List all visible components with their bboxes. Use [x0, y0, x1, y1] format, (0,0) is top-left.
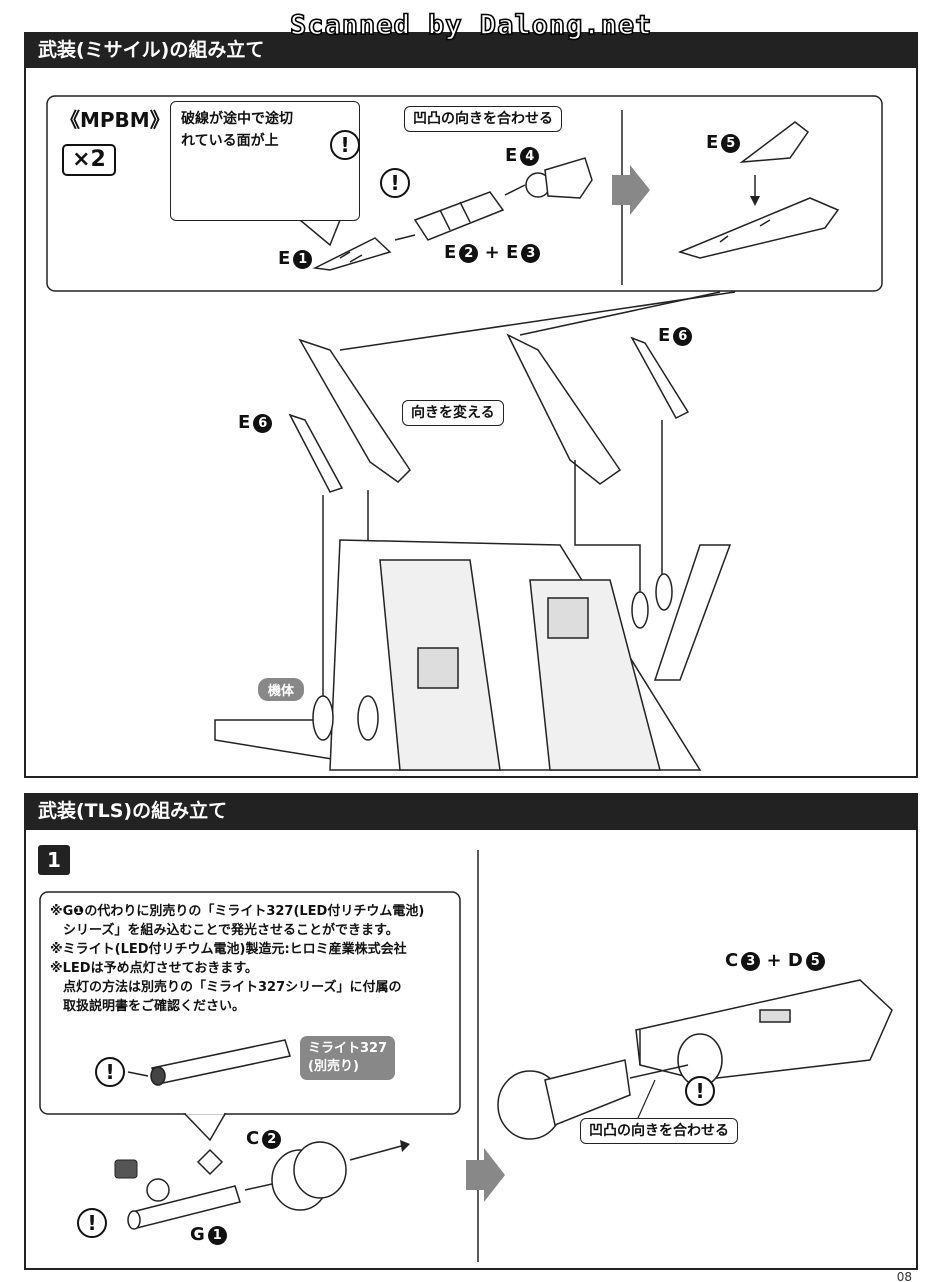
tls-note-line: ※G❶の代わりに別売りの「ミライト327(LED付リチウム電池)	[50, 904, 425, 919]
multiplier-badge: ×2	[62, 144, 116, 176]
body-label: 機体	[258, 678, 305, 701]
tls-notes: ※G❶の代わりに別売りの「ミライト327(LED付リチウム電池) シリーズ」を組…	[50, 902, 424, 1016]
tls-note-line: 点灯の方法は別売りの「ミライト327シリーズ」に付属の	[50, 980, 402, 995]
diamond-icon	[196, 1148, 224, 1176]
tls-note-line: ※LEDは予め点灯させておきます。	[50, 961, 258, 976]
missile-tail-e4-icon	[525, 157, 593, 199]
warning-icon: !	[95, 1057, 125, 1087]
warning-icon: !	[77, 1208, 107, 1238]
warning-icon: !	[330, 130, 360, 160]
mirite-label: ミライト327 (別売り)	[300, 1036, 396, 1080]
c2-part-icon	[271, 1141, 347, 1211]
tls-note-line: ※ミライト(LED付リチウム電池)製造元:ヒロミ産業株式会社	[50, 942, 407, 957]
align-note-callout: 凹凸の向きを合わせる	[404, 106, 562, 132]
tls-cap-icon	[497, 1059, 631, 1140]
tls-align-note-callout: 凹凸の向きを合わせる	[580, 1118, 738, 1144]
missile-section-title: 武装(ミサイル)の組み立て	[24, 32, 918, 68]
page-number: 08	[896, 1270, 912, 1282]
mirite-battery-icon	[150, 1039, 291, 1086]
step-arrow-icon	[612, 165, 650, 215]
tls-note-line: 取扱説明書をご確認ください。	[50, 999, 246, 1014]
tls-section-title: 武装(TLS)の組み立て	[24, 793, 918, 829]
tls-section-frame	[24, 828, 918, 1270]
g1-rod-icon	[127, 1185, 241, 1230]
tls-assembly-icon	[635, 979, 893, 1087]
missile-nose-e1-icon	[312, 237, 392, 271]
mpbm-label: 《MPBM》	[60, 108, 170, 132]
missile-fin-e5-icon	[739, 121, 810, 163]
small-missile-right-icon	[630, 336, 690, 419]
missile-body-e2-e3-icon	[413, 191, 505, 241]
warning-icon: !	[380, 168, 410, 198]
step-number-badge: 1	[38, 845, 70, 875]
missile-assembled-icon	[677, 197, 840, 259]
dashed-note-line-1: 破線が途中で途切	[181, 111, 293, 127]
missile-left-icon	[298, 338, 411, 483]
tls-note-line: シリーズ」を組み込むことで発光させることができます。	[50, 923, 399, 938]
small-missile-left-icon	[288, 413, 344, 493]
warning-icon: !	[685, 1076, 715, 1106]
dashed-line-callout: 破線が途中で途切 れている面が上	[170, 101, 360, 221]
dashed-note-line-2: れている面が上	[181, 133, 279, 149]
missile-right-icon	[506, 333, 622, 485]
tool-icon	[146, 1178, 170, 1202]
aircraft-body-icon	[214, 539, 732, 771]
missile-section-frame	[24, 66, 918, 778]
reverse-note-callout: 向きを変える	[402, 400, 504, 426]
watermark: Scanned by Dalong.net	[289, 9, 653, 42]
